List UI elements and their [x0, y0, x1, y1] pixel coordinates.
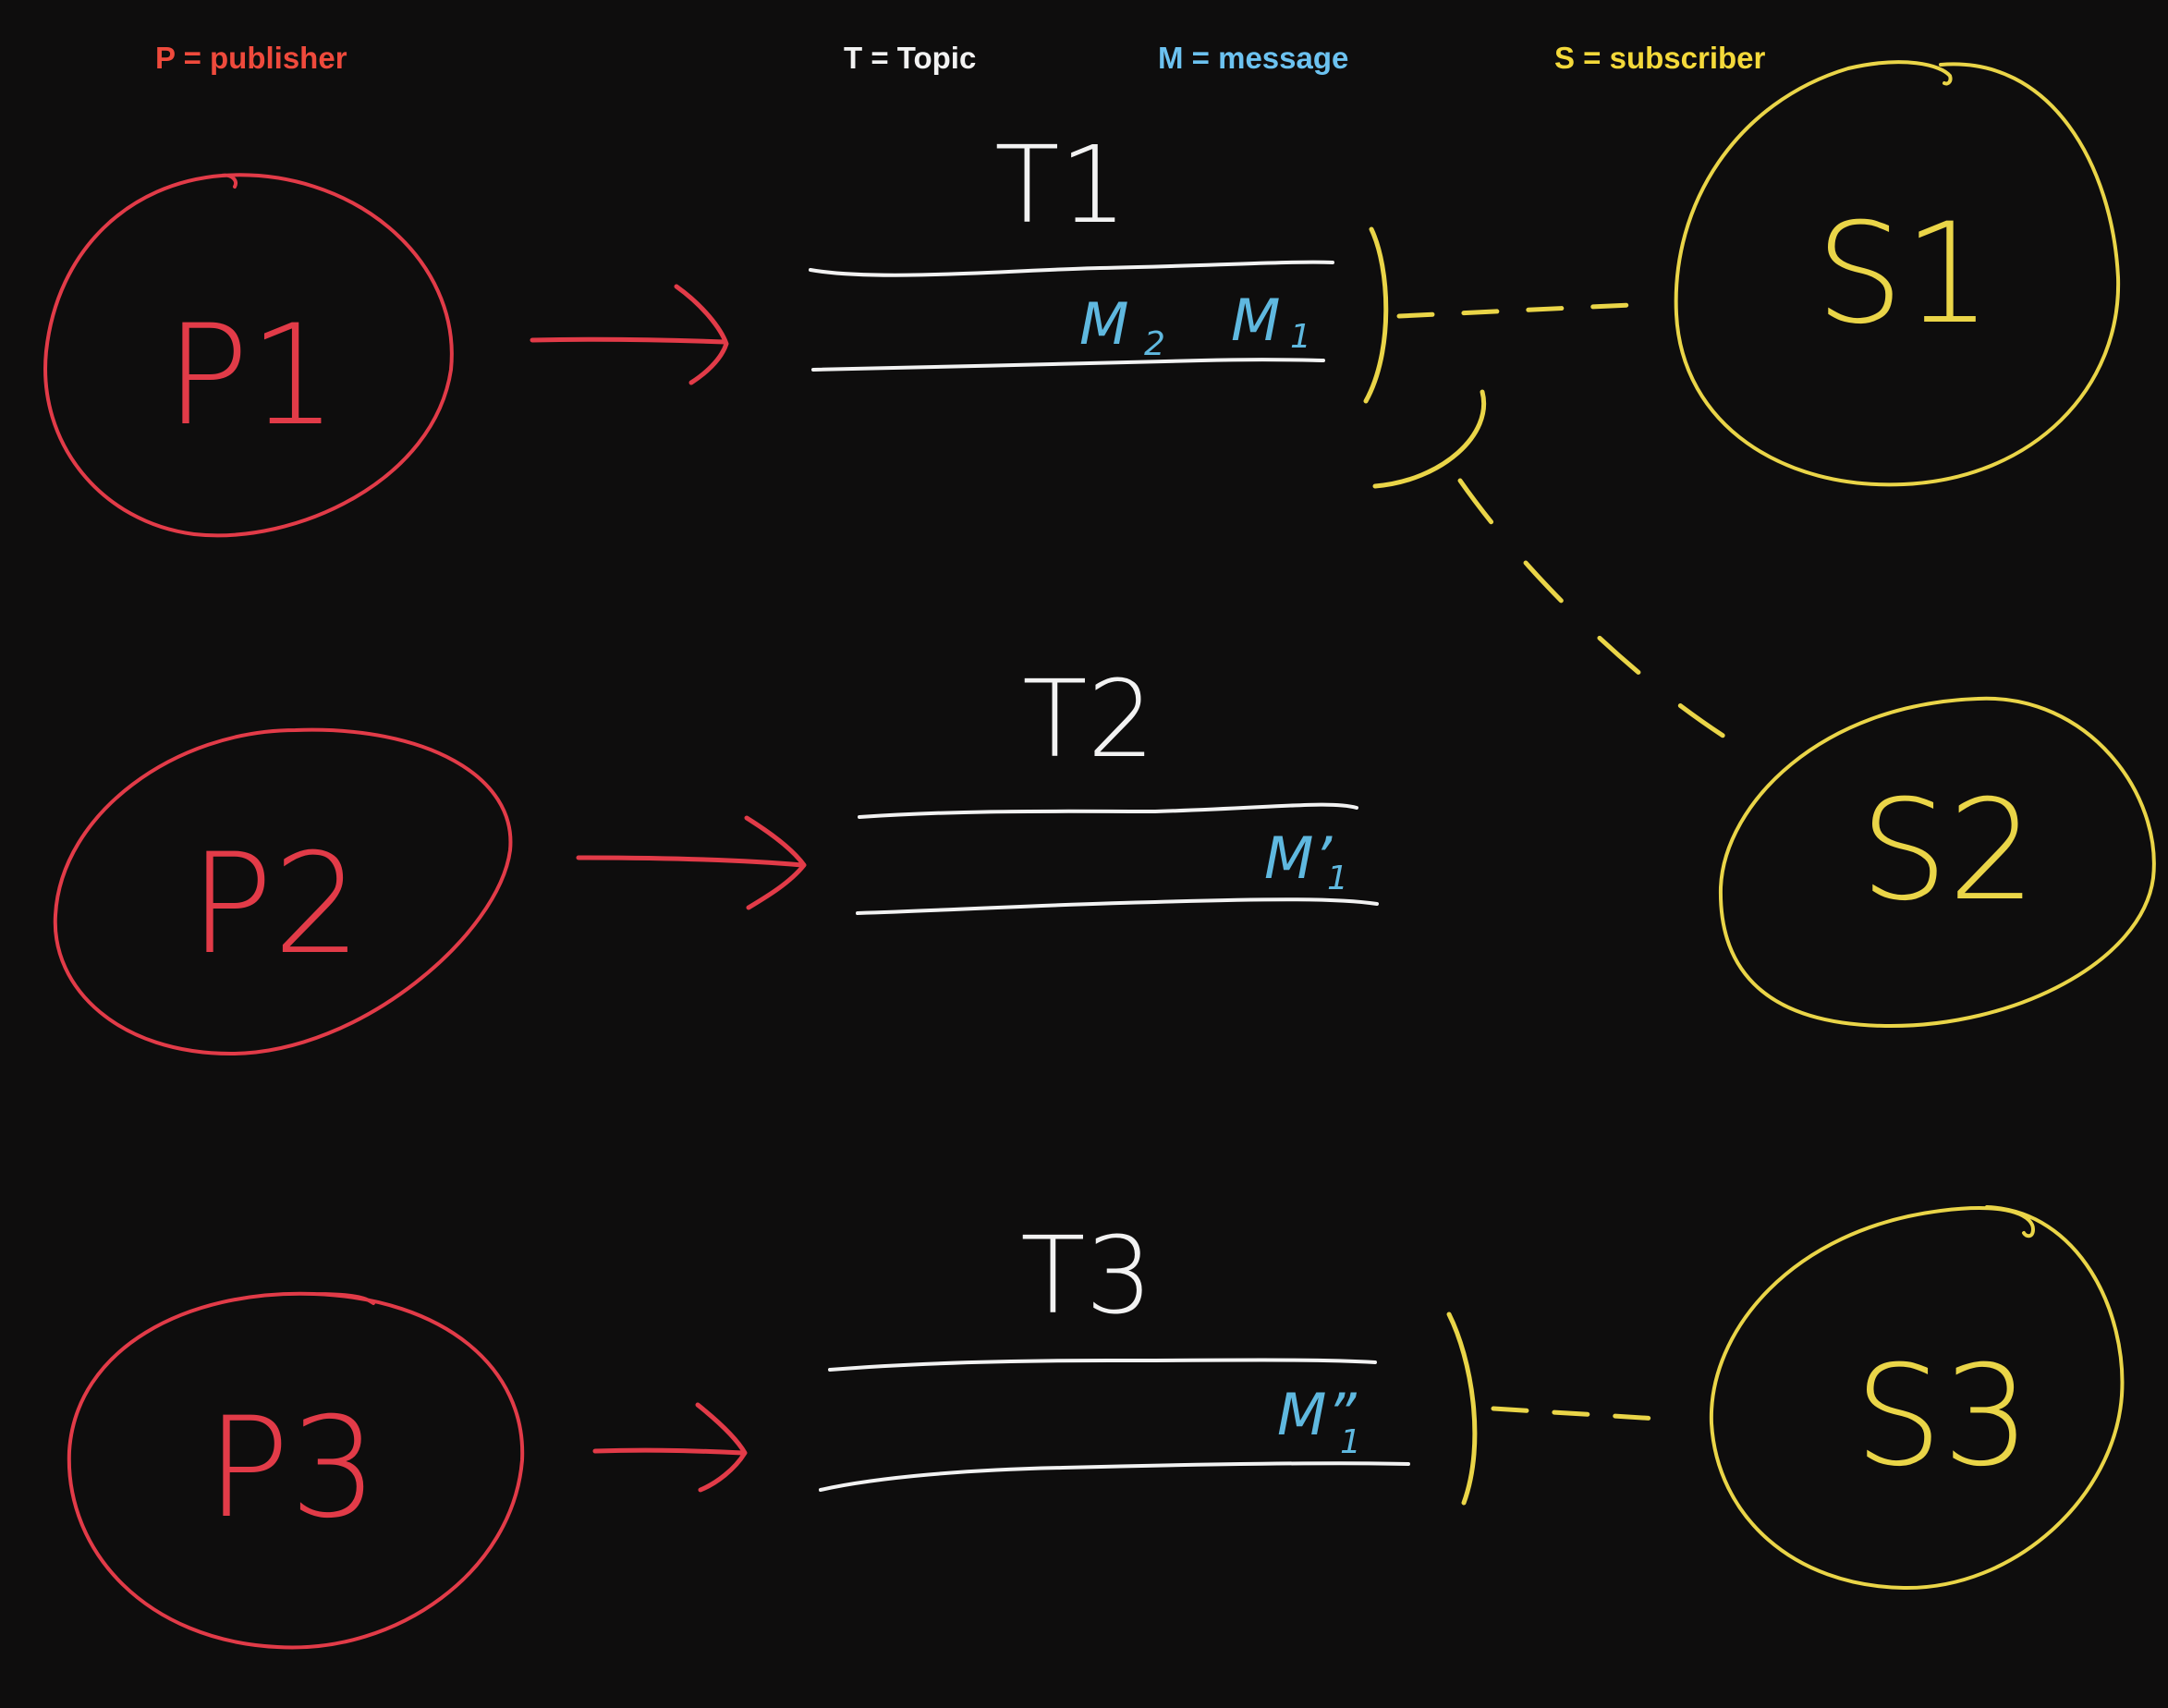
- subscription-s2-t1: [1372, 389, 1749, 753]
- message-t1-m2: M 2: [1079, 290, 1165, 363]
- subscriber-s3-circle: [1709, 1205, 2125, 1591]
- subscriber-s1-label: S1: [1816, 194, 1992, 355]
- svg-text:M’: M’: [1264, 824, 1333, 892]
- publisher-p1: P1: [43, 173, 454, 538]
- legend-publisher: P = publisher: [155, 41, 347, 75]
- subscription-s1-t1: [1363, 226, 1633, 404]
- publisher-p2-circle: [53, 727, 513, 1056]
- subscriber-s3: S3: [1709, 1205, 2125, 1591]
- svg-text:M”: M”: [1277, 1381, 1357, 1448]
- topic-t3-top-line: [828, 1358, 1377, 1372]
- publisher-p3-label: P3: [206, 1388, 378, 1549]
- publisher-p1-label: P1: [165, 296, 337, 457]
- legend-subscriber: S = subscriber: [1554, 41, 1766, 75]
- legend-topic: T = Topic: [844, 41, 976, 75]
- subscriber-s3-label: S3: [1855, 1336, 2031, 1497]
- subscription-bracket-t1-s1: [1363, 226, 1389, 404]
- subscription-dashed-line-s1: [1396, 302, 1633, 319]
- message-t2-m1-prime: M’ 1: [1264, 824, 1348, 897]
- subscription-dashed-line-s2: [1457, 478, 1749, 753]
- topic-t2-label: T2: [1022, 658, 1154, 782]
- topic-t2: T2 M’ 1: [856, 658, 1379, 915]
- topic-t1-bottom-line: [811, 358, 1325, 372]
- svg-text:M: M: [1079, 290, 1129, 358]
- topic-t3: T3 M” 1: [819, 1214, 1410, 1492]
- subscription-s3-t3: [1446, 1312, 1675, 1506]
- legend-message: M = message: [1158, 41, 1348, 75]
- publisher-p3: P3: [67, 1291, 525, 1650]
- svg-text:1: 1: [1340, 1423, 1361, 1461]
- message-t3-m1-double-prime: M” 1: [1277, 1381, 1361, 1461]
- publisher-p2-label: P2: [189, 824, 361, 985]
- subscription-bracket-t3-s3: [1446, 1312, 1478, 1506]
- topic-t3-bottom-line: [819, 1461, 1410, 1492]
- svg-text:1: 1: [1327, 860, 1348, 897]
- subscriber-s1-circle: [1674, 60, 2121, 487]
- topic-t2-top-line: [858, 802, 1358, 819]
- publisher-p3-circle: [67, 1291, 525, 1650]
- subscriber-s1: S1: [1674, 60, 2121, 487]
- topic-t2-bottom-line: [856, 897, 1379, 915]
- topic-t1: T1 M 2 M 1: [809, 124, 1334, 372]
- subscriber-s2-circle: [1718, 696, 2156, 1029]
- subscriber-s2-label: S2: [1860, 771, 2037, 932]
- message-t1-m1: M 1: [1231, 287, 1311, 356]
- topic-t1-label: T1: [994, 124, 1127, 248]
- topic-t3-label: T3: [1020, 1214, 1152, 1338]
- svg-text:M: M: [1231, 287, 1281, 354]
- publisher-p2: P2: [53, 727, 513, 1056]
- svg-text:2: 2: [1144, 325, 1165, 363]
- arrow-p2-t2: [576, 815, 807, 910]
- svg-text:1: 1: [1290, 318, 1311, 356]
- subscription-bracket-t1-s2: [1372, 389, 1487, 489]
- publisher-p1-circle: [43, 173, 454, 538]
- subscription-dashed-line-s3: [1491, 1406, 1675, 1422]
- arrow-p3-t3: [592, 1402, 748, 1493]
- arrow-p1-t1: [530, 284, 729, 385]
- topic-t1-top-line: [809, 260, 1334, 277]
- subscriber-s2: S2: [1718, 696, 2156, 1029]
